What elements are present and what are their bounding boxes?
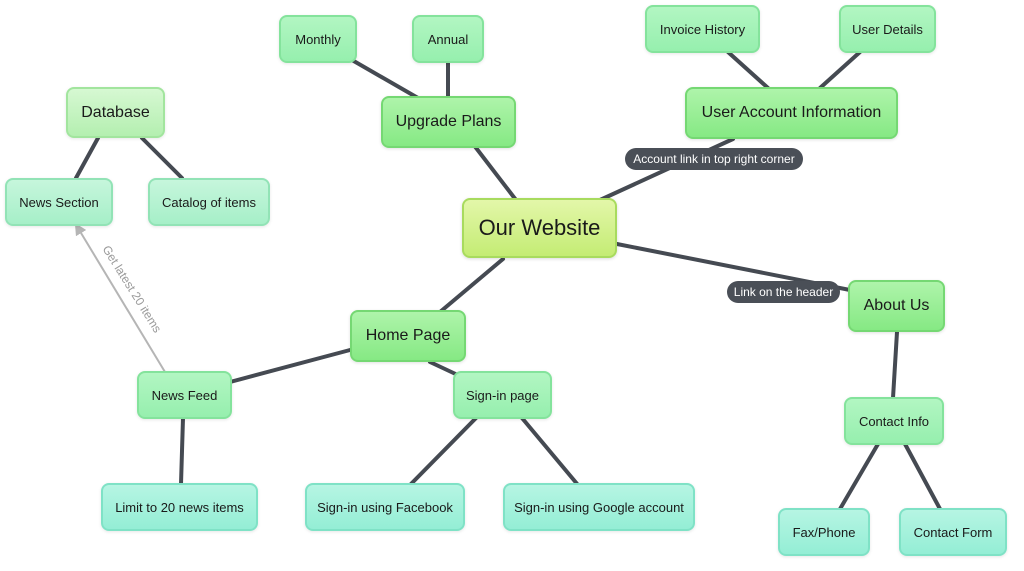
node-invoice-history[interactable]: Invoice History	[645, 5, 760, 53]
edge-contact-fax	[838, 442, 880, 511]
edge-homepage-newsfeed	[228, 348, 352, 384]
node-catalog-of-items[interactable]: Catalog of items	[148, 178, 270, 226]
edge-account-invoice	[726, 50, 770, 90]
node-home-page[interactable]: Home Page	[350, 310, 466, 362]
node-sign-in-google[interactable]: Sign-in using Google account	[503, 483, 695, 531]
node-user-account-information[interactable]: User Account Information	[685, 87, 898, 139]
edge-database-catalog	[140, 136, 184, 180]
node-sign-in-facebook[interactable]: Sign-in using Facebook	[305, 483, 465, 531]
edge-label-header-link: Link on the header	[727, 281, 840, 303]
node-annual[interactable]: Annual	[412, 15, 484, 63]
node-sign-in-page[interactable]: Sign-in page	[453, 371, 552, 419]
edge-database-news	[74, 136, 100, 180]
node-fax-phone[interactable]: Fax/Phone	[778, 508, 870, 556]
edge-account-userdetails	[818, 50, 862, 90]
edge-contact-form	[903, 442, 942, 511]
edge-newsfeed-limit	[179, 416, 185, 486]
edge-upgrade-monthly	[350, 58, 420, 100]
edge-aboutus-contact	[891, 330, 899, 400]
edge-signin-facebook	[408, 416, 478, 487]
node-our-website[interactable]: Our Website	[462, 198, 617, 258]
node-about-us[interactable]: About Us	[848, 280, 945, 332]
edge-website-homepage	[438, 257, 505, 314]
node-news-section[interactable]: News Section	[5, 178, 113, 226]
edge-label-account-link: Account link in top right corner	[625, 148, 803, 170]
arrow-newsfeed-to-newssection	[74, 222, 166, 373]
edge-signin-google	[520, 416, 580, 487]
node-news-feed[interactable]: News Feed	[137, 371, 232, 419]
node-contact-info[interactable]: Contact Info	[844, 397, 944, 445]
node-limit-20-news-items[interactable]: Limit to 20 news items	[101, 483, 258, 531]
node-database[interactable]: Database	[66, 87, 165, 138]
edge-website-upgrade	[468, 138, 518, 202]
node-upgrade-plans[interactable]: Upgrade Plans	[381, 96, 516, 148]
node-contact-form[interactable]: Contact Form	[899, 508, 1007, 556]
node-user-details[interactable]: User Details	[839, 5, 936, 53]
node-monthly[interactable]: Monthly	[279, 15, 357, 63]
